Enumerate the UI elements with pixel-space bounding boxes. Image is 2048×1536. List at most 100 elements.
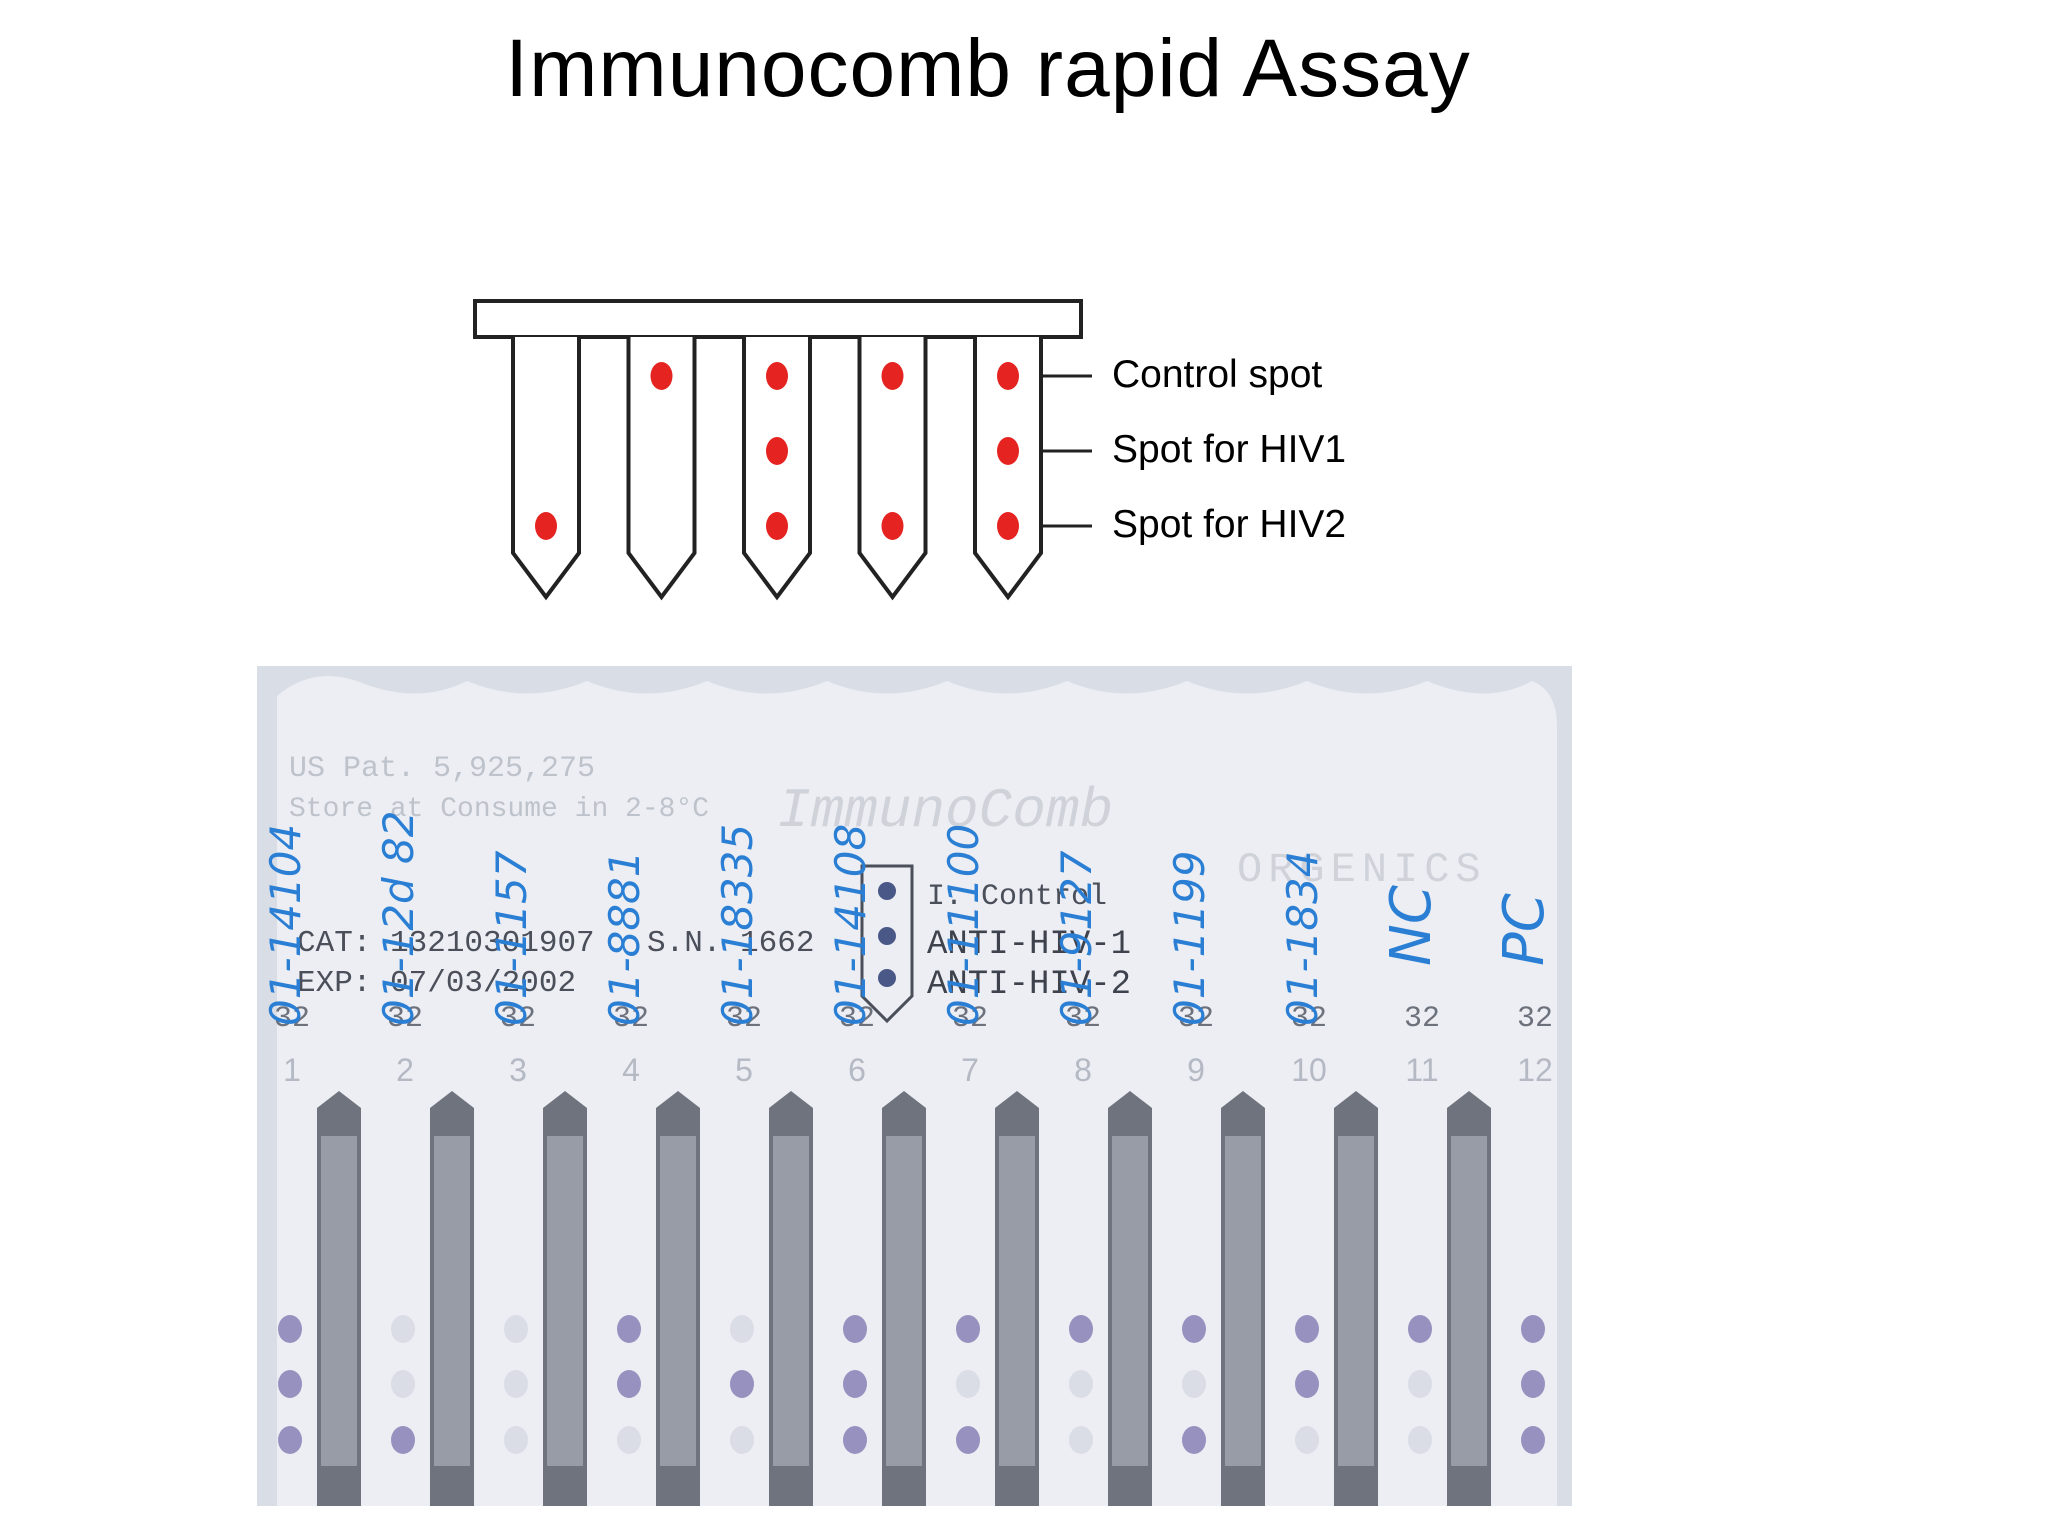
- tooth-number: 10: [1291, 1052, 1327, 1088]
- tooth-code: 32: [1065, 1002, 1101, 1036]
- control-spot: [650, 362, 673, 390]
- result-spot: [278, 1315, 302, 1343]
- result-spot: [730, 1370, 754, 1398]
- result-spot-faint: [504, 1426, 528, 1454]
- handwritten-id: 01-1834: [1278, 851, 1327, 1027]
- slot-background: [1112, 1136, 1148, 1466]
- tooth-code: 32: [952, 1002, 988, 1036]
- tooth-number: 8: [1074, 1052, 1092, 1088]
- result-spot-faint: [617, 1426, 641, 1454]
- tooth-code: 32: [1404, 1002, 1440, 1036]
- result-spot: [278, 1370, 302, 1398]
- result-spot-faint: [730, 1426, 754, 1454]
- tooth-code: 32: [1517, 1002, 1553, 1036]
- photo-spots: [278, 1315, 1545, 1454]
- anti-hiv1-text: ANTI-HIV-1: [927, 926, 1131, 964]
- control-spot: [997, 362, 1019, 390]
- result-spot: [1521, 1426, 1545, 1454]
- result-spot: [1521, 1315, 1545, 1343]
- handwritten-id: 01-18335: [713, 824, 762, 1026]
- tooth-number: 5: [735, 1052, 753, 1088]
- result-spot-faint: [504, 1370, 528, 1398]
- result-spot-faint: [1295, 1426, 1319, 1454]
- tooth-number: 6: [848, 1052, 866, 1088]
- slot-background: [1338, 1136, 1374, 1466]
- slot-background: [999, 1136, 1035, 1466]
- tooth-number: 7: [961, 1052, 979, 1088]
- tooth-code: 32: [1291, 1002, 1327, 1036]
- comb-tooth: [742, 337, 812, 601]
- tooth-code: 32: [839, 1002, 875, 1036]
- result-spot: [1069, 1315, 1093, 1343]
- result-spot-faint: [730, 1315, 754, 1343]
- cat-text: CAT: 13210301907: [297, 926, 595, 961]
- slot-background: [1451, 1136, 1487, 1466]
- slot-background: [547, 1136, 583, 1466]
- tooth-number: 9: [1187, 1052, 1205, 1088]
- handwritten-id: 01-1199: [1165, 851, 1214, 1027]
- result-spot-faint: [504, 1315, 528, 1343]
- result-spot-faint: [1069, 1370, 1093, 1398]
- result-spot: [278, 1426, 302, 1454]
- result-spot: [956, 1315, 980, 1343]
- legend-control-label: Control spot: [1112, 353, 1323, 396]
- tooth-code: 32: [387, 1002, 423, 1036]
- slot-background: [773, 1136, 809, 1466]
- result-spot: [956, 1426, 980, 1454]
- result-spot: [1182, 1426, 1206, 1454]
- printed-spot-outline: [860, 864, 914, 1024]
- result-spot: [843, 1426, 867, 1454]
- comb-tooth: [511, 337, 581, 601]
- result-spot: [617, 1315, 641, 1343]
- tooth-code: 32: [500, 1002, 536, 1036]
- printed-spot: [878, 882, 896, 900]
- tooth-number: 1: [283, 1052, 301, 1088]
- hiv1-spot: [766, 437, 788, 465]
- result-spot-faint: [956, 1370, 980, 1398]
- tooth-number: 12: [1517, 1052, 1553, 1088]
- handwritten-id: 01-11100: [939, 824, 988, 1026]
- handwritten-id: 01-14104: [261, 824, 310, 1026]
- brand-text: ImmunoComb: [777, 779, 1113, 843]
- result-spot: [617, 1370, 641, 1398]
- tooth-number: 2: [396, 1052, 414, 1088]
- maker-text: ORGENICS: [1237, 846, 1487, 894]
- comb-tooth: [973, 337, 1043, 601]
- exp-text: EXP: 07/03/2002: [297, 966, 576, 1001]
- patent-text: US Pat. 5,925,275: [289, 752, 595, 786]
- handwritten-id: NC: [1379, 885, 1444, 966]
- handwritten-id: 01-14108: [826, 824, 875, 1026]
- hiv2-spot: [766, 512, 788, 540]
- legend-hiv1-label: Spot for HIV1: [1112, 428, 1347, 471]
- result-spot: [843, 1370, 867, 1398]
- tooth-number: 3: [509, 1052, 527, 1088]
- result-spot: [1295, 1315, 1319, 1343]
- slide-title: Immunocomb rapid Assay: [505, 23, 1471, 114]
- printed-spot: [878, 927, 896, 945]
- hiv2-spot: [881, 512, 904, 540]
- comb-bar: [473, 299, 1083, 339]
- slot-background: [660, 1136, 696, 1466]
- result-spot-faint: [391, 1315, 415, 1343]
- slot-background: [1225, 1136, 1261, 1466]
- control-label-text: I. Control: [927, 880, 1107, 914]
- tooth-number: 4: [622, 1052, 640, 1088]
- result-spot-faint: [1408, 1426, 1432, 1454]
- hiv2-spot: [535, 512, 557, 540]
- storage-text: Store at Consume in 2-8°C: [289, 794, 709, 825]
- handwritten-id: 01-1157: [487, 850, 536, 1026]
- result-spot: [1182, 1315, 1206, 1343]
- control-spot: [766, 362, 788, 390]
- legend-hiv2-label: Spot for HIV2: [1112, 503, 1347, 546]
- hiv1-spot: [997, 437, 1019, 465]
- result-spot: [1521, 1370, 1545, 1398]
- result-spot: [391, 1426, 415, 1454]
- tooth-code: 32: [613, 1002, 649, 1036]
- sn-text: S.N. 1662: [647, 926, 814, 961]
- printed-spot: [878, 969, 896, 987]
- handwritten-id: PC: [1492, 893, 1557, 966]
- result-spot-faint: [1408, 1370, 1432, 1398]
- anti-hiv2-text: ANTI-HIV-2: [927, 966, 1131, 1004]
